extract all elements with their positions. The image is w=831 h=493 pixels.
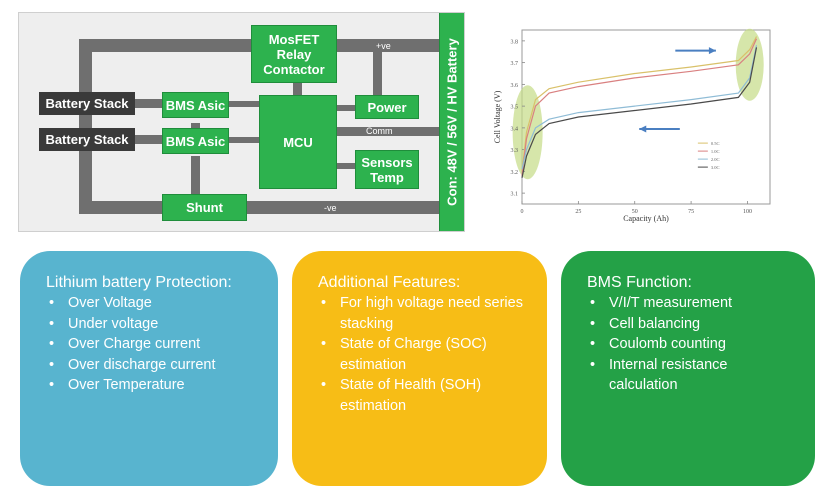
left-bus	[79, 39, 92, 214]
sensors-temp-block: Sensors Temp	[355, 150, 419, 189]
battery-stack-1: Battery Stack	[39, 92, 135, 115]
discharge-arrow-head	[639, 125, 647, 133]
y-tick-label: 3.6	[511, 83, 519, 89]
x-tick-label: 50	[632, 209, 638, 215]
protection-item: Over Voltage	[46, 293, 256, 314]
bms-asic-2: BMS Asic	[162, 128, 229, 154]
minus-ve-label: -ve	[324, 203, 337, 213]
mcu-block: MCU	[259, 95, 337, 189]
y-axis-label: Cell Voltage (V)	[493, 90, 502, 143]
bms-list: V/I/T measurement Cell balancing Coulomb…	[587, 293, 793, 396]
battery-stack-2: Battery Stack	[39, 128, 135, 151]
power-block: Power	[355, 95, 419, 119]
asic-shunt-link	[191, 156, 200, 194]
protection-title: Lithium battery Protection:	[46, 274, 232, 291]
comm-line	[337, 127, 441, 136]
y-tick-label: 3.2	[511, 170, 519, 176]
protection-list: Over Voltage Under voltage Over Charge c…	[46, 293, 256, 396]
bottom-bus	[79, 201, 441, 214]
features-item: State of Charge (SOC) estimation	[318, 334, 525, 375]
x-tick-label: 100	[743, 209, 752, 215]
bms-block-diagram: +ve -ve Comm Battery Stack Battery Stack…	[18, 12, 465, 232]
legend-label: 2.0C	[711, 157, 720, 162]
x-tick-label: 25	[575, 209, 581, 215]
bms-item: V/I/T measurement	[587, 293, 793, 314]
voltage-capacity-chart: 3.1 3.2 3.3 3.4 3.5 3.6 3.7 3.8 0 25 50 75 100 0.5C 1.…	[493, 28, 771, 223]
protection-card: Lithium battery Protection: Over Voltage…	[20, 251, 278, 486]
relay-label: Relay	[276, 46, 312, 62]
connector-bar: Con: 48V / 56V / HV Battery	[439, 13, 464, 231]
mosfet-label: MosFET	[268, 31, 320, 47]
features-title: Additional Features:	[318, 274, 461, 291]
bms-item: Cell balancing	[587, 314, 793, 335]
connector-label: Con: 48V / 56V / HV Battery	[444, 38, 460, 206]
charge-arrow-head	[708, 47, 716, 55]
x-tick-label: 75	[688, 209, 694, 215]
y-tick-label: 3.7	[511, 61, 519, 67]
mosfet-relay-contactor: MosFET Relay Contactor	[251, 25, 337, 83]
shunt-block: Shunt	[162, 194, 247, 221]
y-tick-label: 3.5	[511, 105, 519, 111]
series-line-4	[521, 47, 758, 179]
plus-ve-drop	[373, 52, 382, 98]
protection-item: Under voltage	[46, 314, 256, 335]
x-axis-label: Capacity (Ah)	[623, 214, 669, 223]
bms-item: Internal resistance calculation	[587, 355, 793, 396]
y-tick-label: 3.3	[511, 148, 519, 154]
legend-label: 3.0C	[711, 165, 720, 170]
mosfet-mcu-link	[293, 83, 302, 95]
x-tick-label: 0	[521, 209, 524, 215]
asic-mcu-link-1	[229, 101, 259, 107]
bms-asic-1: BMS Asic	[162, 92, 229, 118]
series-line-2	[521, 38, 758, 176]
features-list: For high voltage need series stacking St…	[318, 293, 525, 416]
protection-item: Over discharge current	[46, 355, 256, 376]
protection-item: Over Temperature	[46, 375, 256, 396]
features-item: For high voltage need series stacking	[318, 293, 525, 334]
series-line-1	[521, 36, 758, 172]
contactor-label: Contactor	[263, 61, 325, 77]
mcu-sensor-link	[337, 163, 355, 169]
sensors-label: Sensors	[361, 154, 413, 170]
plot-frame	[521, 29, 771, 205]
bms-title: BMS Function:	[587, 274, 692, 291]
temp-label: Temp	[370, 169, 404, 185]
y-tick-label: 3.4	[511, 126, 519, 132]
protection-item: Over Charge current	[46, 334, 256, 355]
asic-mcu-link-2	[229, 137, 259, 143]
features-card: Additional Features: For high voltage ne…	[292, 251, 547, 486]
legend-label: 1.0C	[711, 149, 720, 154]
comm-label: Comm	[366, 126, 393, 136]
y-tick-label: 3.1	[511, 192, 519, 198]
features-item: State of Health (SOH) estimation	[318, 375, 525, 416]
plus-ve-label: +ve	[376, 41, 391, 51]
legend-label: 0.5C	[711, 141, 720, 146]
mcu-power-link	[337, 105, 355, 111]
bms-item: Coulomb counting	[587, 334, 793, 355]
series-line-3	[521, 45, 758, 170]
bms-function-card: BMS Function: V/I/T measurement Cell bal…	[561, 251, 815, 486]
high-capacity-highlight	[735, 28, 764, 101]
y-tick-label: 3.8	[511, 39, 519, 45]
